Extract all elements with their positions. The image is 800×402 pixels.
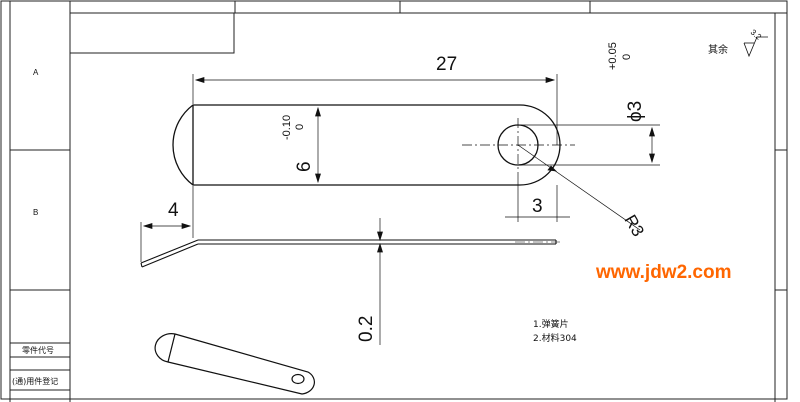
plate-isometric-view bbox=[154, 333, 315, 395]
dim-height-tol-lower: 0 bbox=[294, 124, 306, 130]
borrow-register-label: (通)用件登记 bbox=[12, 376, 58, 386]
dim-thickness-text: 0.2 bbox=[356, 316, 377, 342]
dim-length bbox=[192, 74, 558, 145]
zone-label-a: A bbox=[33, 68, 39, 77]
dim-radius-text: R3 bbox=[621, 212, 648, 240]
dim-hole-offset bbox=[505, 172, 570, 222]
dim-hole-tol-upper: +0.05 bbox=[607, 42, 619, 70]
dim-height-tol-upper: -0.10 bbox=[281, 115, 293, 140]
note-line-1: 1.弹簧片 bbox=[533, 318, 569, 330]
plate-side-view bbox=[140, 239, 557, 268]
dim-length-text: 27 bbox=[436, 54, 457, 75]
dim-hole-diameter bbox=[518, 124, 660, 166]
dim-hole-tol-lower: 0 bbox=[621, 54, 633, 60]
dim-radius-leader bbox=[517, 144, 641, 231]
site-watermark: www.jdw2.com bbox=[595, 262, 732, 283]
isometric-hole bbox=[291, 373, 305, 385]
zone-label-b: B bbox=[33, 208, 38, 217]
dim-hole-offset-text: 3 bbox=[532, 196, 543, 217]
note-line-2: 2.材料304 bbox=[533, 332, 577, 344]
dim-height-text: 6 bbox=[294, 161, 315, 172]
dim-end-length bbox=[140, 186, 194, 262]
part-code-label: 零件代号 bbox=[22, 345, 54, 355]
roughness-label: 其余 bbox=[708, 43, 728, 56]
dim-thickness bbox=[377, 218, 383, 345]
roughness-value: 3.2 bbox=[749, 28, 764, 42]
roughness-symbol-icon bbox=[743, 36, 768, 58]
dim-height bbox=[315, 106, 321, 184]
dim-end-length-text: 4 bbox=[168, 200, 179, 221]
dim-hole-diameter-text: ϕ3 bbox=[625, 101, 646, 122]
